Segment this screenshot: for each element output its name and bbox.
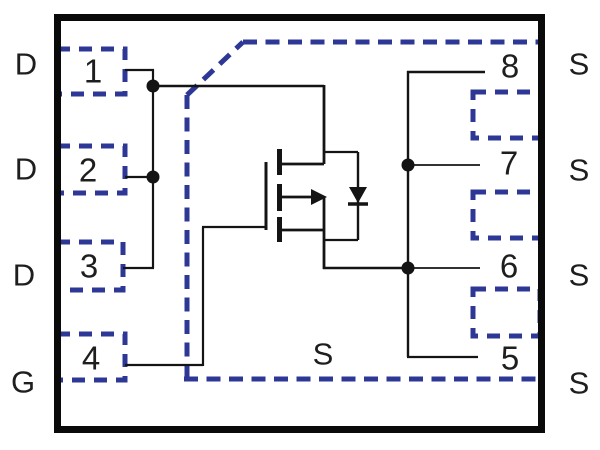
pin7-external-label: S <box>568 152 590 188</box>
junction-dot-3 <box>401 158 415 172</box>
pin8-external-label: S <box>568 46 590 82</box>
pin2-number: 2 <box>78 151 98 189</box>
pin1-external-label: D <box>14 46 38 82</box>
pin7-number: 7 <box>499 144 519 182</box>
package-outline <box>54 14 545 433</box>
body-arrow <box>311 189 327 205</box>
junction-dot-1 <box>146 79 160 93</box>
junction-dot-2 <box>146 170 160 184</box>
lead-frame-pad-6 <box>470 189 544 241</box>
pin3-number: 3 <box>79 247 99 285</box>
diode-triangle <box>349 187 367 203</box>
pin4-number: 4 <box>81 339 101 377</box>
pin8-number: 8 <box>500 47 520 85</box>
lead-frame-pad-5 <box>470 89 544 141</box>
pin5-number: 5 <box>500 339 520 377</box>
pin1-number: 1 <box>83 52 103 90</box>
pin4-external-label: G <box>10 364 36 400</box>
junction-dot-4 <box>401 261 415 275</box>
pin5-external-label: S <box>568 365 590 401</box>
pin6-external-label: S <box>568 257 590 293</box>
pin2-external-label: D <box>14 151 38 187</box>
lead-frame-pad-7 <box>470 286 543 339</box>
die-source-label: S <box>312 336 334 372</box>
pin6-number: 6 <box>499 247 519 285</box>
pin3-external-label: D <box>12 257 36 293</box>
